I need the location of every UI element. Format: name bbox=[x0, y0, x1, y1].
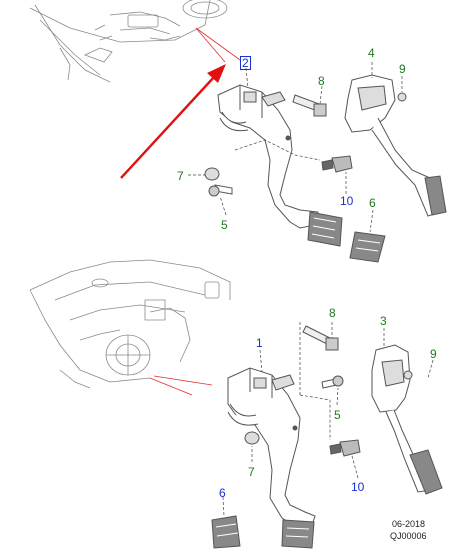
callout-7-bottom: 7 bbox=[248, 465, 255, 479]
callout-7-top: 7 bbox=[177, 169, 184, 183]
callout-2: 2 bbox=[240, 56, 251, 70]
callout-8-bottom: 8 bbox=[329, 306, 336, 320]
callout-10-top: 10 bbox=[340, 194, 354, 208]
callout-6-bottom: 6 bbox=[219, 486, 226, 500]
callout-6-top: 6 bbox=[369, 196, 376, 210]
dashboard-inset-bottom bbox=[29, 259, 231, 389]
leader-lines-top-parts bbox=[188, 62, 403, 233]
callout-1: 1 bbox=[256, 336, 263, 350]
bolts-sensor-top bbox=[204, 94, 353, 197]
callout-5-top: 5 bbox=[221, 218, 228, 232]
dashboard-inset-top bbox=[29, 0, 228, 83]
leader-lines-top bbox=[195, 27, 241, 63]
leader-lines-bottom bbox=[149, 375, 213, 396]
callout-9-top: 9 bbox=[399, 62, 406, 76]
callout-10-bottom: 10 bbox=[351, 480, 365, 494]
brake-pedal-assembly-top bbox=[217, 84, 386, 263]
revision-date: 06-2018 bbox=[392, 519, 426, 529]
callout-9-bottom: 9 bbox=[430, 347, 437, 361]
callout-8-top: 8 bbox=[318, 74, 325, 88]
illustration-code: QJ00006 bbox=[390, 531, 427, 541]
accelerator-pedal-top bbox=[344, 74, 447, 217]
accelerator-pedal-bottom bbox=[371, 344, 443, 495]
leader-lines-bottom-parts bbox=[222, 322, 434, 517]
callout-5-bottom: 5 bbox=[334, 408, 341, 422]
bolts-sensor-bottom bbox=[244, 325, 361, 457]
brake-pedal-assembly-bottom bbox=[211, 367, 316, 549]
callout-4: 4 bbox=[368, 46, 375, 60]
red-arrow bbox=[120, 64, 226, 179]
callout-3: 3 bbox=[380, 314, 387, 328]
